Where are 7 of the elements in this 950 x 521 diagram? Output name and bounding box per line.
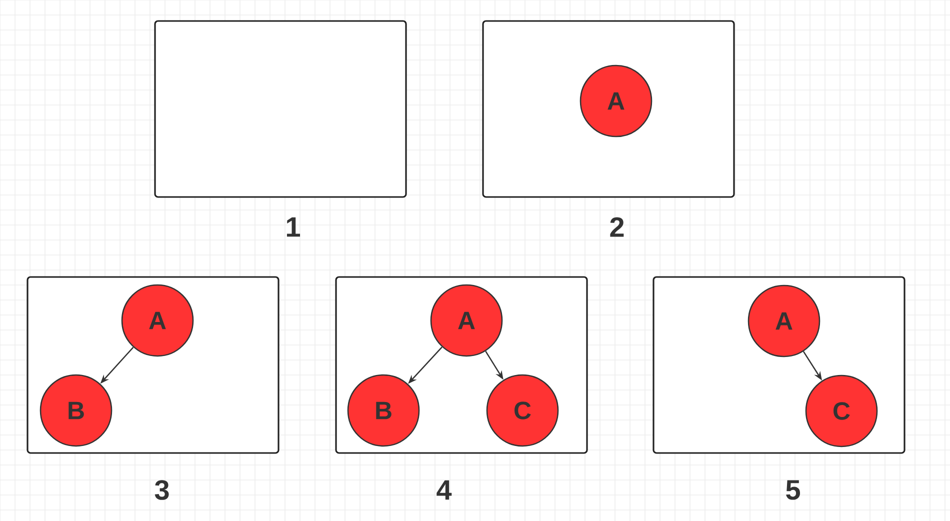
panel-box [482, 20, 735, 198]
panel-number: 3 [154, 480, 169, 500]
panel-number: 2 [610, 217, 624, 237]
panel-box [154, 20, 407, 198]
panel-number: 5 [786, 480, 800, 500]
panel-number: 1 [286, 217, 300, 237]
panel-number: 4 [436, 480, 452, 500]
